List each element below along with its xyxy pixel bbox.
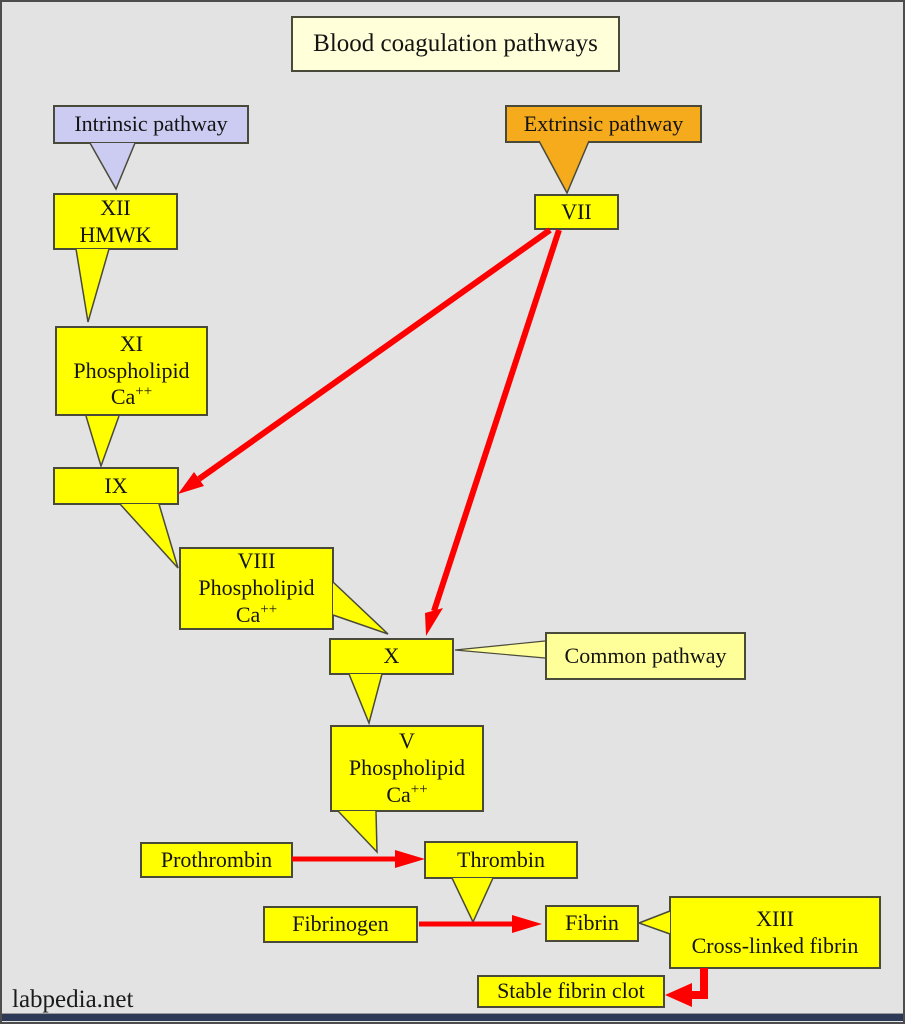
node-factor-x: X (329, 638, 454, 675)
arrow-vii-to-x (425, 229, 562, 636)
ion-charge: ++ (135, 384, 153, 401)
node-thrombin: Thrombin (424, 841, 578, 879)
node-line: XIII (756, 905, 794, 931)
ion-charge: ++ (410, 781, 428, 798)
node-line: VII (561, 198, 592, 224)
callout-tail-thrombin-to-arrow (451, 877, 494, 924)
common-pathway-label: Common pathway (545, 632, 746, 680)
intrinsic-pathway-label: Intrinsic pathway (53, 105, 249, 144)
node-line: Cross-linked fibrin (691, 932, 859, 958)
node-factor-vii: VII (534, 194, 619, 230)
callout-tail-xi-to-ix (85, 415, 120, 469)
extrinsic-pathway-label: Extrinsic pathway (505, 105, 702, 143)
node-line: Fibrin (565, 910, 619, 936)
callout-tail-xiii-to-fibrin (636, 910, 671, 935)
node-line: XI (119, 330, 144, 356)
callout-tail-common-to-x (454, 640, 546, 659)
node-factor-ix: IX (53, 467, 179, 505)
node-line: Ca++ (111, 384, 152, 411)
arrowhead (395, 850, 425, 868)
arrow-xiii-to-stable-clot (665, 968, 708, 1007)
extrinsic-pathway-text: Extrinsic pathway (523, 110, 684, 136)
callout-tail-xii-to-xi (75, 248, 110, 323)
ion-symbol: Ca (235, 601, 261, 627)
intrinsic-pathway-text: Intrinsic pathway (74, 111, 228, 137)
callout-tail-ix-to-viii (119, 503, 179, 569)
node-line: Stable fibrin clot (497, 978, 645, 1004)
diagram-title: Blood coagulation pathways (313, 29, 598, 57)
node-stable-fibrin-clot: Stable fibrin clot (477, 975, 665, 1008)
node-line: V (399, 728, 415, 754)
arrowhead (425, 608, 443, 636)
arrow-prothrombin-to-thrombin (292, 850, 425, 868)
node-fibrinogen: Fibrinogen (263, 906, 418, 943)
node-line: VIII (237, 548, 276, 574)
arrow-shaft (197, 227, 552, 482)
node-line: Phospholipid (198, 575, 315, 601)
callout-tail-v-to-arrow (337, 810, 378, 854)
node-line: Fibrinogen (292, 911, 389, 937)
node-factor-xiii: XIII Cross-linked fibrin (669, 896, 881, 969)
arrowhead (665, 983, 692, 1007)
node-line: HMWK (79, 221, 152, 247)
node-line: Ca++ (236, 602, 277, 629)
callout-tail-x-to-v (348, 673, 383, 726)
node-fibrin: Fibrin (545, 905, 639, 942)
node-factor-xi: XI Phospholipid Ca++ (55, 326, 208, 416)
callout-tail-extrinsic-to-vii (538, 140, 590, 195)
diagram-title-box: Blood coagulation pathways (291, 16, 620, 72)
arrowhead (178, 472, 204, 494)
watermark: labpedia.net (12, 986, 134, 1013)
ion-charge: ++ (260, 601, 278, 618)
arrow-shaft (431, 229, 562, 612)
ion-symbol: Ca (110, 384, 136, 410)
node-line: Ca++ (386, 782, 427, 809)
arrow-shaft (692, 968, 708, 999)
arrowhead (512, 915, 542, 933)
arrow-fibrinogen-to-fibrin (419, 915, 542, 933)
node-line: X (383, 643, 400, 669)
node-line: Prothrombin (160, 846, 273, 872)
callout-tail-intrinsic-to-xii (89, 142, 136, 191)
node-factor-viii: VIII Phospholipid Ca++ (179, 547, 334, 630)
arrow-vii-to-ix (178, 227, 552, 494)
ion-symbol: Ca (386, 781, 411, 807)
node-line: XII (100, 194, 131, 220)
node-factor-v: V Phospholipid Ca++ (330, 725, 484, 812)
node-factor-xii: XII HMWK (53, 193, 178, 250)
node-prothrombin: Prothrombin (140, 842, 293, 878)
callout-tail-viii-to-x (332, 581, 389, 635)
node-line: Phospholipid (348, 755, 466, 781)
common-pathway-text: Common pathway (564, 642, 727, 668)
node-line: IX (104, 472, 128, 498)
node-line: Phospholipid (73, 357, 190, 383)
node-line: Thrombin (457, 846, 545, 872)
footer-bar (2, 1013, 903, 1021)
